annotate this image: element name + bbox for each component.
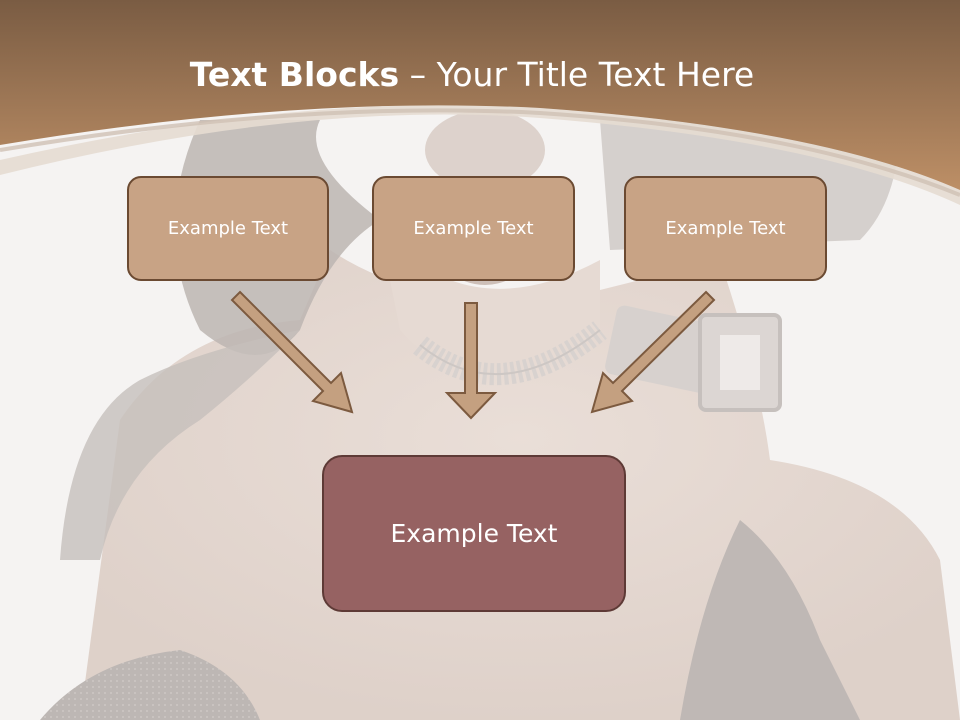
arrow-left	[230, 290, 354, 414]
text-block-right: Example Text	[624, 176, 827, 281]
slide-title: Text Blocks – Your Title Text Here	[0, 52, 944, 98]
title-rest: Your Title Text Here	[436, 55, 755, 94]
title-dash: –	[399, 55, 437, 94]
text-block-target: Example Text	[322, 455, 626, 612]
arrow-center	[444, 302, 498, 420]
arrow-right	[590, 290, 716, 414]
text-block-left: Example Text	[127, 176, 329, 281]
text-block-center: Example Text	[372, 176, 575, 281]
title-bold: Text Blocks	[189, 55, 400, 94]
